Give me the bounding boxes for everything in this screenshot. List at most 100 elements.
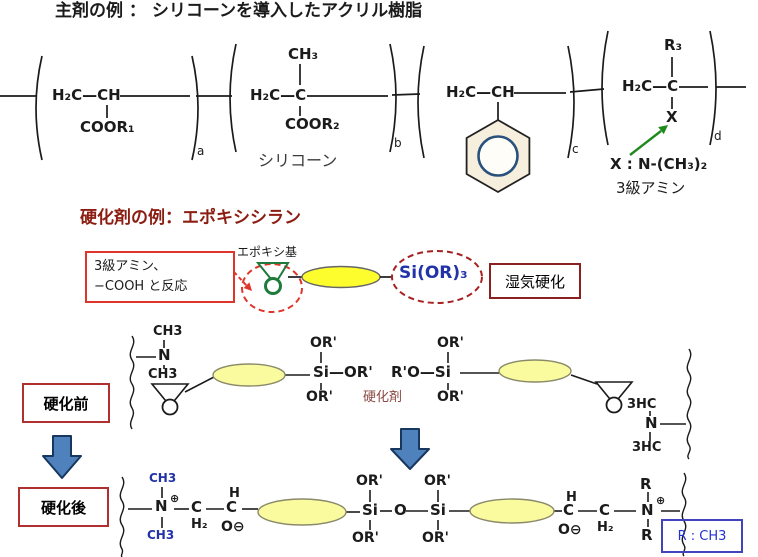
yellow-ellipse-linker [212,363,286,387]
unit-b-pendant: COOR₂ [285,115,340,133]
epoxy-oxygen [161,398,179,416]
silane-or-top-left: OR' [310,335,337,351]
quat-nitrogen-right: N [641,501,654,519]
polymer-chain-squiggle [119,476,125,557]
carbon-2-hydrogen: H [229,486,240,501]
callout-line-2: −COOH と反応 [94,279,188,294]
repeat-paren-close-b [389,43,397,153]
alkoxide-oxygen-right: O⊖ [558,522,582,538]
tertiary-amine-note: 3級アミン [616,179,686,197]
hardener-small-label: 硬化剤 [363,390,403,405]
page-title: 主剤の例 ： シリコーンを導入したアクリル樹脂 [55,1,423,21]
before-cure-label: 硬化前 [43,394,89,413]
carbon-1: C [191,498,203,516]
unit-a-chain: H₂C—CH [52,86,121,104]
alkoxide-oxygen-left: O⊖ [221,519,245,535]
repeat-paren-close-d [709,30,717,146]
carbon-4-hydrogens: H₂ [597,520,614,535]
down-arrow [390,428,430,470]
down-arrow [42,435,82,479]
repeat-paren-open-d [601,30,609,146]
amine-r-methyl-bottom: 3HC [632,440,662,455]
siloxane-or-br: OR' [422,530,449,546]
polymer-chain-squiggle [686,348,692,460]
unit-a-pendant: COOR₁ [80,118,135,136]
amine-nitrogen: N [158,346,171,364]
unit-d-top-group: R₃ [664,36,683,54]
repeat-paren-close-a [191,55,199,161]
carbon-1-hydrogens: H₂ [191,517,208,532]
yellow-ellipse-linker [498,359,572,383]
after-cure-label: 硬化後 [40,498,86,517]
epoxy-triangle-right [594,381,634,406]
siloxane-or-tr: OR' [424,473,451,489]
carbon-2: C [226,498,238,516]
quat-nitrogen-left: N [155,497,168,515]
yellow-ellipse-linker [469,498,555,524]
unit-a-index: a [197,144,205,158]
carbon-3: C [563,501,575,519]
hardener-heading: 硬化剤の例：エポキシシラン [80,208,301,228]
callout-line-1: 3級アミン、 [94,259,167,274]
silane-or-bottom-left: OR' [306,389,333,405]
quat-methyl-top: CH3 [149,471,177,485]
plus-charge-left: ⊕ [170,492,180,505]
repeat-paren-open-a [35,55,43,161]
unit-c-index: c [572,142,579,156]
unit-b-chain: H₂C—C [250,86,307,104]
unit-b-top-group: CH₃ [288,45,319,63]
before-bonds [129,335,692,460]
repeat-paren-open-b [229,43,237,153]
quat-methyl-bottom: CH3 [147,528,175,542]
amine-r-methyl-top: 3HC [627,397,657,412]
yellow-ellipse-linker [257,498,347,526]
unit-c-chain: H₂C—CH [446,83,515,101]
siloxane-or-bl: OR' [352,530,379,546]
unit-b-index: b [394,136,402,150]
benzene-ring [465,118,531,194]
silane-formula: Si(OR)₃ [399,263,468,283]
r-definition-label: R : CH3 [677,528,727,544]
unit-d-index: d [714,129,722,143]
quat-r-top: R [640,475,652,493]
silicone-label: シリコーン [258,151,338,170]
silane-or-bottom-right: OR' [437,389,464,405]
x-definition-note: X : N-(CH₃)₂ [610,155,708,173]
polymer-chain-squiggle [681,472,687,557]
unit-d-pendant: X [666,108,678,126]
before-cure-box: 硬化前 [22,383,110,423]
repeat-paren-close-c [567,45,575,159]
dashed-highlight-circle [241,263,303,313]
siloxane-bridge-oxygen: O [394,501,407,519]
amine-methyl-bottom: CH3 [148,367,178,382]
epoxy-group-green [255,262,290,295]
epoxy-oxygen [605,396,623,414]
r-definition-box: R : CH3 [661,519,743,553]
epoxy-group-label: エポキシ基 [237,245,298,259]
after-bonds [119,472,687,557]
siloxane-si-right: Si [430,501,446,519]
quat-r-bottom: R [641,526,653,544]
silane-si-right: R'O—Si [391,363,451,381]
silane-or-top-right: OR' [437,335,464,351]
epoxy-oxygen [264,277,282,295]
unit-d-chain: H₂C—C [622,77,679,95]
reaction-callout-box: 3級アミン、 −COOH と反応 [85,251,235,303]
repeat-paren-open-c [417,45,425,159]
after-cure-box: 硬化後 [18,487,109,527]
polymer-chain-squiggle [129,335,135,430]
amine-r-nitrogen: N [645,414,658,432]
green-arrow [629,125,668,156]
silane-si-left: Si—OR' [313,363,373,381]
amine-methyl-top: CH3 [153,324,183,339]
plus-charge-right: ⊕ [656,494,666,507]
moisture-cure-box: 湿気硬化 [489,263,581,299]
carbon-4: C [599,501,611,519]
moisture-cure-label: 湿気硬化 [504,272,565,291]
yellow-ellipse-linker [301,265,381,289]
dashed-highlight-ellipse [391,250,483,304]
callout-arrow [233,271,252,291]
carbon-3-hydrogen: H [566,490,577,505]
